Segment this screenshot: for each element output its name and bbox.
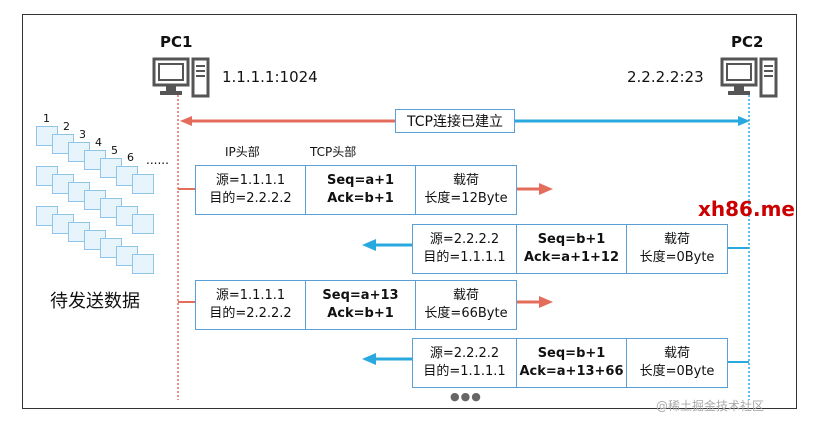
pc1-label: PC1 — [160, 33, 193, 51]
packet-4: 源=2.2.2.2 目的=1.1.1.1 Seq=b+1 Ack=a+13+66… — [412, 338, 728, 388]
packet-payload-title: 载荷 — [452, 173, 479, 188]
packet-ip-source: 源=2.2.2.2 — [429, 346, 500, 361]
connection-status-box: TCP连接已建立 — [395, 109, 515, 133]
packet-ip-header: 源=1.1.1.1 目的=2.2.2.2 — [196, 166, 306, 214]
packet-ack: Ack=b+1 — [327, 191, 394, 206]
packet-tcp-header: Seq=b+1 Ack=a+1+12 — [517, 225, 627, 273]
packet-payload-title: 载荷 — [663, 232, 690, 247]
packet-ip-source: 源=1.1.1.1 — [215, 288, 286, 303]
packet-tcp-header: Seq=a+13 Ack=b+1 — [306, 281, 416, 329]
stack-number: 6 — [127, 151, 134, 164]
packet-seq: Seq=b+1 — [537, 232, 606, 247]
data-segment-icon — [132, 174, 154, 194]
packet-payload-length: 长度=0Byte — [639, 250, 715, 265]
packet-ip-source: 源=2.2.2.2 — [429, 232, 500, 247]
packet1-arrowhead — [539, 183, 553, 195]
pc2-address: 2.2.2.2:23 — [627, 68, 704, 86]
packet-tcp-header: Seq=b+1 Ack=a+13+66 — [517, 339, 627, 387]
packet-seq: Seq=a+13 — [322, 288, 399, 303]
ip-header-label: IP头部 — [225, 145, 260, 159]
packet-1: 源=1.1.1.1 目的=2.2.2.2 Seq=a+1 Ack=b+1 载荷 … — [195, 165, 517, 215]
data-segment-icon — [132, 214, 154, 234]
connection-status-label: TCP连接已建立 — [407, 114, 503, 130]
packet-ip-source: 源=1.1.1.1 — [215, 173, 286, 188]
stack-number: 4 — [95, 136, 102, 149]
packet-payload: 载荷 长度=12Byte — [416, 166, 516, 214]
packet-ack: Ack=b+1 — [327, 306, 394, 321]
packet-payload: 载荷 长度=0Byte — [627, 339, 727, 387]
packet4-arrowhead — [362, 353, 376, 365]
connection-arrowhead-left — [180, 116, 192, 126]
stack-number: 1 — [43, 112, 50, 125]
packet-ack: Ack=a+13+66 — [519, 364, 624, 379]
diagram-frame — [22, 14, 797, 409]
stack-number: 5 — [111, 144, 118, 157]
connection-arrowhead-right — [738, 116, 750, 126]
pc1-address: 1.1.1.1:1024 — [222, 68, 318, 86]
packet-ip-destination: 目的=2.2.2.2 — [209, 191, 292, 206]
packet-3: 源=1.1.1.1 目的=2.2.2.2 Seq=a+13 Ack=b+1 载荷… — [195, 280, 517, 330]
stack-ellipsis: ...... — [146, 153, 169, 167]
packet-ip-destination: 目的=1.1.1.1 — [423, 364, 506, 379]
packet-ip-destination: 目的=1.1.1.1 — [423, 250, 506, 265]
packet-payload-length: 长度=12Byte — [424, 191, 508, 206]
site-label: xh86.me — [698, 197, 795, 221]
tcp-header-label: TCP头部 — [310, 145, 357, 159]
stack-number: 2 — [63, 120, 70, 133]
more-packets-ellipsis: ●●● — [450, 390, 482, 403]
packet-payload-length: 长度=0Byte — [639, 364, 715, 379]
packet-ip-header: 源=1.1.1.1 目的=2.2.2.2 — [196, 281, 306, 329]
packet-payload-title: 载荷 — [663, 346, 690, 361]
packet-ip-destination: 目的=2.2.2.2 — [209, 306, 292, 321]
watermark-text: @稀土掘金技术社区 — [656, 399, 765, 413]
packet-ack: Ack=a+1+12 — [524, 250, 619, 265]
packet-tcp-header: Seq=a+1 Ack=b+1 — [306, 166, 416, 214]
pc2-computer-icon — [720, 57, 778, 98]
packet-payload-length: 长度=66Byte — [424, 306, 508, 321]
stack-number: 3 — [79, 128, 86, 141]
pending-data-label: 待发送数据 — [50, 291, 140, 312]
packet-payload: 载荷 长度=0Byte — [627, 225, 727, 273]
pc2-label: PC2 — [731, 33, 764, 51]
packet-seq: Seq=b+1 — [537, 346, 606, 361]
packet-payload-title: 载荷 — [452, 288, 479, 303]
packet-2: 源=2.2.2.2 目的=1.1.1.1 Seq=b+1 Ack=a+1+12 … — [412, 224, 728, 274]
pc1-computer-icon — [152, 57, 210, 98]
packet3-arrowhead — [539, 296, 553, 308]
packet-ip-header: 源=2.2.2.2 目的=1.1.1.1 — [413, 225, 517, 273]
packet2-arrowhead — [362, 239, 376, 251]
packet-seq: Seq=a+1 — [326, 173, 395, 188]
packet-payload: 载荷 长度=66Byte — [416, 281, 516, 329]
data-segment-icon — [132, 254, 154, 274]
packet-ip-header: 源=2.2.2.2 目的=1.1.1.1 — [413, 339, 517, 387]
